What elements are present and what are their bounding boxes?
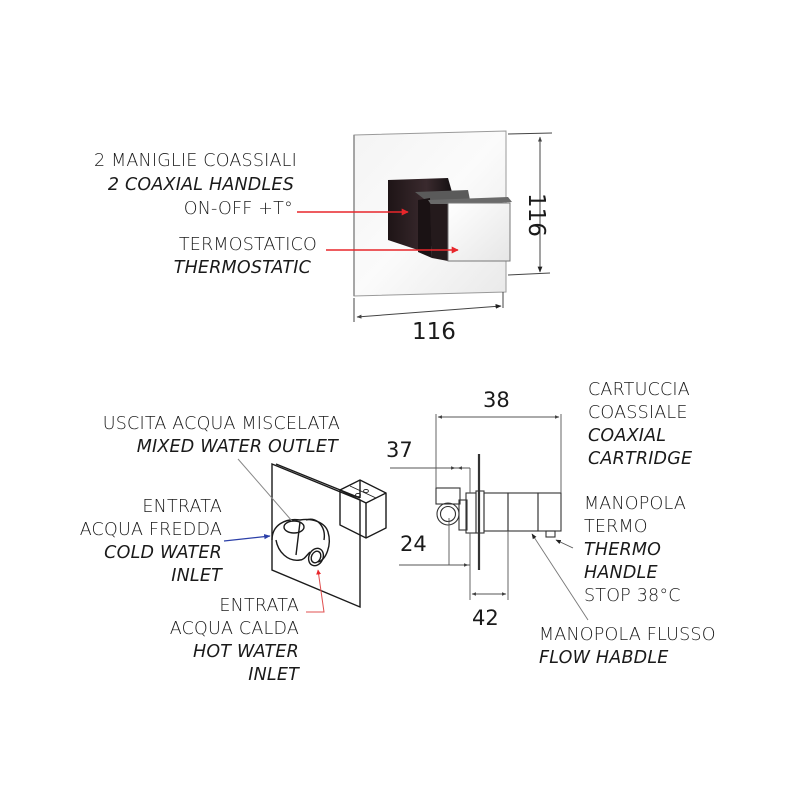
label-cold-inlet-italian-1: ENTRATA <box>142 497 222 517</box>
valve-isometric-view <box>271 462 387 609</box>
dimension-width-value: 116 <box>412 319 456 345</box>
dimension-outlet-offset: 37 <box>386 438 413 462</box>
label-thermostatic-english: THERMOSTATIC <box>173 258 311 278</box>
label-cartridge-italian-1: CARTUCCIA <box>588 380 690 400</box>
label-thermo-handle-english-2: HANDLE <box>584 563 658 583</box>
dimension-width-116 <box>353 292 504 322</box>
label-thermo-handle-english-1: THERMO <box>584 540 662 560</box>
label-hot-inlet-english-2: INLET <box>248 665 299 685</box>
label-cold-inlet-italian-2: ACQUA FREDDA <box>79 520 222 540</box>
label-cold-inlet-english-1: COLD WATER <box>104 543 222 563</box>
label-flow-handle-italian: MANOPOLA FLUSSO <box>539 625 716 645</box>
label-cold-inlet-english-2: INLET <box>171 566 222 586</box>
leader-cold-inlet <box>223 534 271 542</box>
valve-side-view <box>435 454 562 570</box>
dimension-height-116 <box>507 132 553 276</box>
label-handles-english: 2 COAXIAL HANDLES <box>107 175 294 195</box>
label-cartridge-english-1: COAXIAL <box>588 426 667 446</box>
label-thermo-handle-stop: STOP 38°C <box>584 586 681 606</box>
label-mixed-outlet-english: MIXED WATER OUTLET <box>136 437 338 457</box>
label-thermo-handle-italian-2: TERMO <box>584 517 648 537</box>
label-cartridge-english-2: CARTRIDGE <box>588 449 693 469</box>
dimension-height-value: 116 <box>523 193 549 237</box>
plate-front-view <box>353 130 512 297</box>
label-handles-italian: 2 MANIGLIE COASSIALI <box>93 151 297 171</box>
leader-hot-inlet <box>306 569 325 613</box>
dimension-total-depth: 38 <box>483 388 510 412</box>
label-cartridge-italian-2: COASSIALE <box>588 403 688 423</box>
leader-flow-handle <box>531 533 589 621</box>
label-handles-function: ON-OFF +T° <box>183 199 293 219</box>
label-flow-handle-english: FLOW HABDLE <box>539 648 669 668</box>
label-hot-inlet-italian-2: ACQUA CALDA <box>169 619 299 639</box>
leader-mixed-outlet <box>237 458 293 522</box>
label-thermo-handle-italian-1: MANOPOLA <box>584 494 686 514</box>
label-hot-inlet-italian-1: ENTRATA <box>219 596 299 616</box>
dimension-body-depth: 42 <box>472 606 499 630</box>
label-thermostatic-italian: TERMOSTATICO <box>178 235 317 255</box>
leader-thermo-handle <box>555 539 574 549</box>
label-mixed-outlet-italian: USCITA ACQUA MISCELATA <box>102 414 340 434</box>
side-dimension-lines <box>390 414 562 600</box>
dimension-inlet-offset: 24 <box>400 532 427 556</box>
label-hot-inlet-english-1: HOT WATER <box>192 642 299 662</box>
